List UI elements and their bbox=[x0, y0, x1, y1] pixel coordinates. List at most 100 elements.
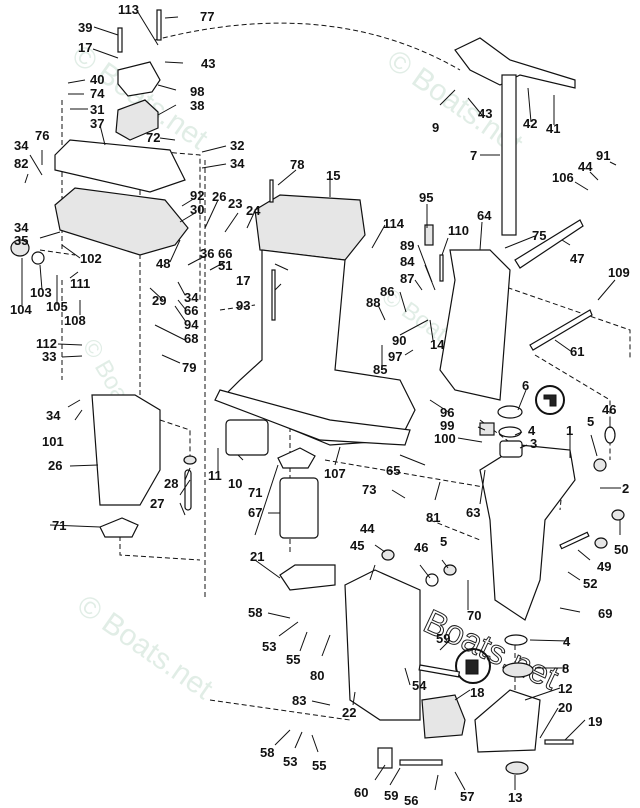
part-71-gasket-2 bbox=[277, 447, 316, 469]
callout-37: 37 bbox=[90, 116, 104, 131]
callout-65: 65 bbox=[386, 463, 400, 478]
callout-28: 28 bbox=[164, 476, 178, 491]
part-19-bolt bbox=[544, 739, 574, 745]
callout-56: 56 bbox=[404, 793, 418, 808]
callout-102: 102 bbox=[80, 251, 102, 266]
part-5-bushing bbox=[594, 537, 608, 549]
part-4-ring-upper bbox=[498, 426, 522, 438]
callout-34: 34 bbox=[46, 408, 61, 423]
callout-3: 3 bbox=[530, 436, 537, 451]
part-28-plug bbox=[183, 455, 197, 465]
callout-4: 4 bbox=[563, 634, 571, 649]
callout-35: 35 bbox=[14, 233, 28, 248]
part-26-exhaust-tube bbox=[91, 394, 161, 506]
part-18-block bbox=[421, 694, 466, 739]
callout-106: 106 bbox=[552, 170, 574, 185]
part-4-ring bbox=[504, 634, 528, 646]
callout-92: 92 bbox=[190, 188, 204, 203]
part-steering-arm bbox=[454, 37, 576, 89]
callout-110: 110 bbox=[448, 223, 469, 238]
part-30-adapter bbox=[54, 187, 189, 256]
callout-48: 48 bbox=[156, 256, 170, 271]
part-93-stud bbox=[271, 269, 276, 321]
callout-75: 75 bbox=[532, 228, 546, 243]
callout-49: 49 bbox=[597, 559, 611, 574]
callout-78: 78 bbox=[290, 157, 304, 172]
callout-4: 4 bbox=[528, 423, 536, 438]
callout-53: 53 bbox=[262, 639, 276, 654]
callout-105: 105 bbox=[46, 299, 68, 314]
part-50-cap bbox=[611, 509, 625, 521]
callout-17: 17 bbox=[236, 273, 250, 288]
leader-lines bbox=[21, 8, 621, 791]
callout-101: 101 bbox=[42, 434, 64, 449]
part-46-washer bbox=[604, 426, 616, 444]
part-45-stern-bracket bbox=[344, 569, 421, 721]
callout-45: 45 bbox=[350, 538, 364, 553]
callout-41: 41 bbox=[546, 121, 560, 136]
callout-64: 64 bbox=[477, 208, 492, 223]
callout-73: 73 bbox=[362, 482, 376, 497]
callout-79: 79 bbox=[182, 360, 196, 375]
callout-24: 24 bbox=[246, 203, 261, 218]
callout-58: 58 bbox=[248, 605, 262, 620]
part-49-pin bbox=[559, 531, 590, 550]
part-67-seal bbox=[279, 477, 319, 539]
callout-109: 109 bbox=[608, 265, 630, 280]
callout-39: 39 bbox=[78, 20, 92, 35]
callout-10: 10 bbox=[228, 476, 242, 491]
callout-7: 7 bbox=[470, 148, 477, 163]
callout-88: 88 bbox=[366, 295, 380, 310]
callout-43: 43 bbox=[478, 106, 492, 121]
callout-55: 55 bbox=[312, 758, 326, 773]
part-47-tilt-tube bbox=[514, 219, 584, 269]
callout-77: 77 bbox=[200, 9, 214, 24]
callout-103: 103 bbox=[30, 285, 52, 300]
callout-38: 38 bbox=[190, 98, 204, 113]
callout-76: 76 bbox=[35, 128, 49, 143]
callout-97: 97 bbox=[388, 349, 402, 364]
callout-67: 67 bbox=[248, 505, 262, 520]
callout-34: 34 bbox=[184, 290, 199, 305]
callout-99: 99 bbox=[440, 418, 454, 433]
callout-86: 86 bbox=[380, 284, 394, 299]
callout-58: 58 bbox=[260, 745, 274, 760]
part-99-block bbox=[479, 422, 495, 436]
callout-57: 57 bbox=[460, 789, 474, 804]
detail-circle-icon-2 bbox=[455, 648, 491, 684]
part-21-gasket bbox=[279, 564, 336, 591]
callout-5: 5 bbox=[440, 534, 447, 549]
callout-34: 34 bbox=[14, 138, 29, 153]
part-103-washer bbox=[31, 251, 45, 265]
callout-68: 68 bbox=[184, 331, 198, 346]
callout-9: 9 bbox=[432, 120, 439, 135]
callout-33: 33 bbox=[42, 349, 56, 364]
callout-104: 104 bbox=[10, 302, 32, 317]
part-3-bushing bbox=[499, 440, 523, 458]
callout-63: 63 bbox=[466, 505, 480, 520]
callout-6: 6 bbox=[522, 378, 529, 393]
callout-2: 2 bbox=[622, 481, 629, 496]
callout-108: 108 bbox=[64, 313, 86, 328]
callout-43: 43 bbox=[201, 56, 215, 71]
callout-89: 89 bbox=[400, 238, 414, 253]
callout-70: 70 bbox=[467, 608, 481, 623]
callout-114: 114 bbox=[383, 216, 405, 231]
callout-20: 20 bbox=[558, 700, 572, 715]
callout-34: 34 bbox=[230, 156, 245, 171]
part-39-bolt bbox=[117, 27, 123, 53]
callout-107: 107 bbox=[324, 466, 346, 481]
callout-55: 55 bbox=[286, 652, 300, 667]
callout-111: 111 bbox=[70, 276, 90, 291]
part-27-hose bbox=[184, 469, 192, 511]
part-71-gasket bbox=[99, 517, 139, 538]
callout-8: 8 bbox=[562, 661, 569, 676]
callout-12: 12 bbox=[558, 681, 572, 696]
callout-72: 72 bbox=[146, 130, 160, 145]
callout-71: 71 bbox=[248, 485, 262, 500]
callout-91: 91 bbox=[596, 148, 610, 163]
callout-27: 27 bbox=[150, 496, 164, 511]
callout-85: 85 bbox=[373, 362, 387, 377]
part-13-nut bbox=[505, 761, 529, 775]
